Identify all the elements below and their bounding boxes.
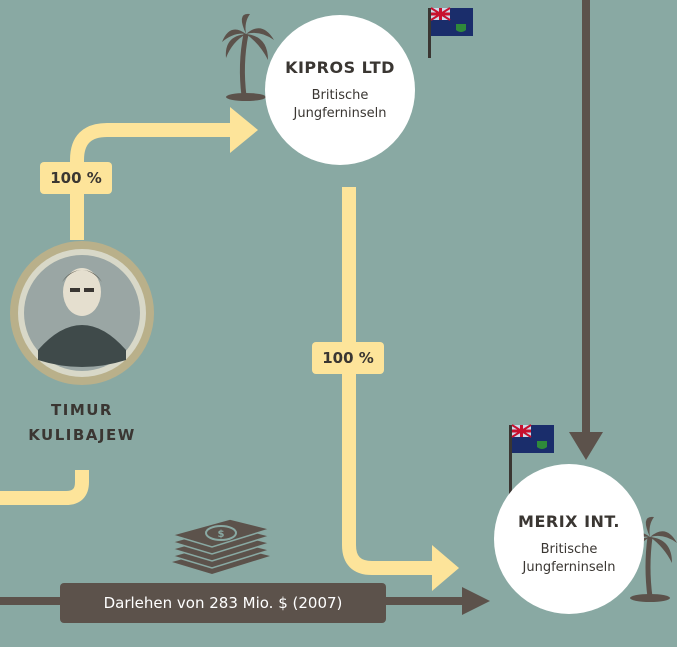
ownership-arrow-person-to-kipros [70,107,258,240]
bvi-flag-icon [428,7,473,58]
money-arrow-top-to-merix [569,0,603,460]
person-name-line1: TIMUR [51,401,113,419]
node-kipros-sub1: Britische [311,87,369,103]
node-kipros: KIPROS LTD Britische Jungferninseln [265,15,415,165]
node-merix-jurisdiction: Britische Jungferninseln [523,541,616,577]
connector-person-down [0,470,89,505]
ownership-label-kipros-to-merix: 100 % [312,342,384,374]
node-merix-sub1: Britische [540,541,598,557]
portrait-medallion [10,241,154,385]
node-merix-sub2: Jungferninseln [522,559,616,575]
person-name: TIMUR KULIBAJEW [0,398,164,448]
money-stack-icon: $ [169,518,273,574]
ownership-label-person-to-kipros: 100 % [40,162,112,194]
palm-tree-icon [222,13,274,101]
node-kipros-title: KIPROS LTD [285,57,395,77]
svg-text:$: $ [218,529,225,540]
loan-label: Darlehen von 283 Mio. $ (2007) [60,583,386,623]
bvi-flag-icon [509,424,554,495]
node-kipros-sub2: Jungferninseln [293,105,387,121]
ownership-arrow-kipros-to-merix [342,187,459,591]
node-merix: MERIX INT. Britische Jungferninseln [494,464,644,614]
node-merix-title: MERIX INT. [518,511,620,531]
node-kipros-jurisdiction: Britische Jungferninseln [294,87,387,123]
person-name-line2: KULIBAJEW [28,426,136,444]
